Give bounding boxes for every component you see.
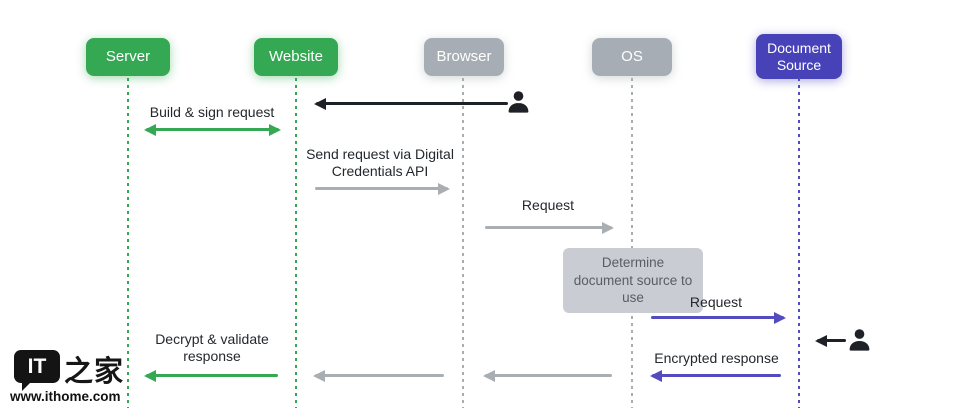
lifeline-browser [462, 78, 464, 408]
arrow-user-to-document-source [817, 339, 846, 342]
arrow-request-os-docsource [651, 316, 784, 319]
lifeline-server [127, 78, 129, 408]
arrow-response-os-browser [485, 374, 612, 377]
ithome-logo-bubble: IT [14, 350, 60, 383]
arrow-send-request-api [315, 187, 448, 190]
lifeline-document-source [798, 78, 800, 408]
message-label-build-sign-request: Build & sign request [149, 104, 275, 120]
lifeline-website [295, 78, 297, 408]
ithome-logo-cn: 之家 [64, 354, 125, 388]
ithome-url: www.ithome.com [10, 389, 121, 404]
actor-website-label: Website [269, 48, 323, 66]
arrow-encrypted-response [652, 374, 781, 377]
actor-document-source-label: Document Source [767, 40, 831, 73]
ithome-logo-tail [22, 382, 31, 391]
actor-box-website: Website [254, 38, 338, 76]
arrow-response-browser-website [315, 374, 444, 377]
actor-box-os: OS [592, 38, 672, 76]
actor-box-document-source: Document Source [756, 34, 842, 79]
actor-box-server: Server [86, 38, 170, 76]
lifeline-os [631, 78, 633, 408]
actor-server-label: Server [105, 48, 151, 66]
message-label-request-browser-os: Request [521, 197, 575, 213]
arrow-user-to-website [316, 102, 508, 105]
arrow-decrypt-validate [146, 374, 278, 377]
ithome-logo-it: IT [27, 354, 47, 378]
actor-browser-label: Browser [436, 48, 492, 66]
note-determine-document-source: Determine document source to use [563, 248, 703, 313]
user-icon [846, 327, 873, 354]
actor-os-label: OS [621, 48, 643, 66]
actor-box-browser: Browser [424, 38, 504, 76]
arrow-build-sign-request [146, 128, 279, 131]
message-label-decrypt-validate: Decrypt & validate response [155, 331, 269, 365]
message-label-send-request-api: Send request via Digital Credentials API [306, 146, 454, 180]
message-label-request-os-docsource: Request [689, 294, 743, 310]
arrow-request-browser-os [485, 226, 612, 229]
message-label-encrypted-response: Encrypted response [654, 350, 779, 366]
user-icon [505, 89, 532, 116]
